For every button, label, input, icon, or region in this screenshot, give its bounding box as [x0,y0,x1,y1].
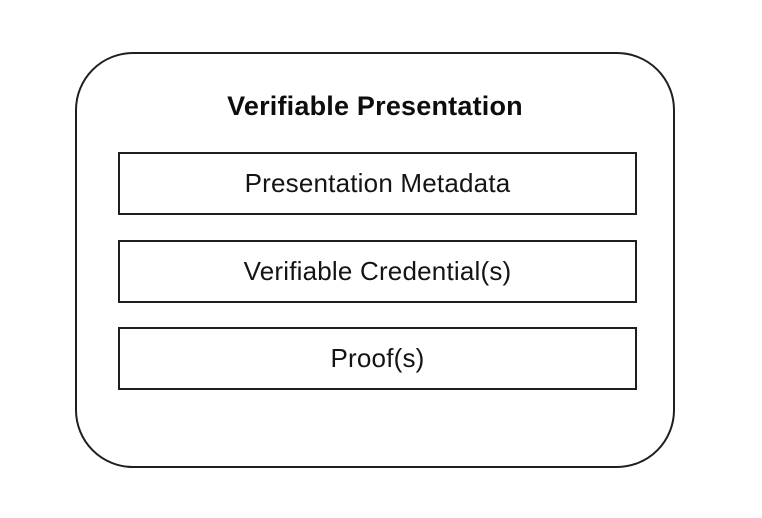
presentation-metadata-box: Presentation Metadata [118,152,637,215]
presentation-metadata-label: Presentation Metadata [244,168,511,198]
verifiable-credentials-label: Verifiable Credential(s) [243,256,512,286]
verifiable-credentials-box: Verifiable Credential(s) [118,240,637,303]
diagram-title: Verifiable Presentation [227,91,523,121]
proofs-box: Proof(s) [118,327,637,390]
proofs-label: Proof(s) [330,343,425,373]
